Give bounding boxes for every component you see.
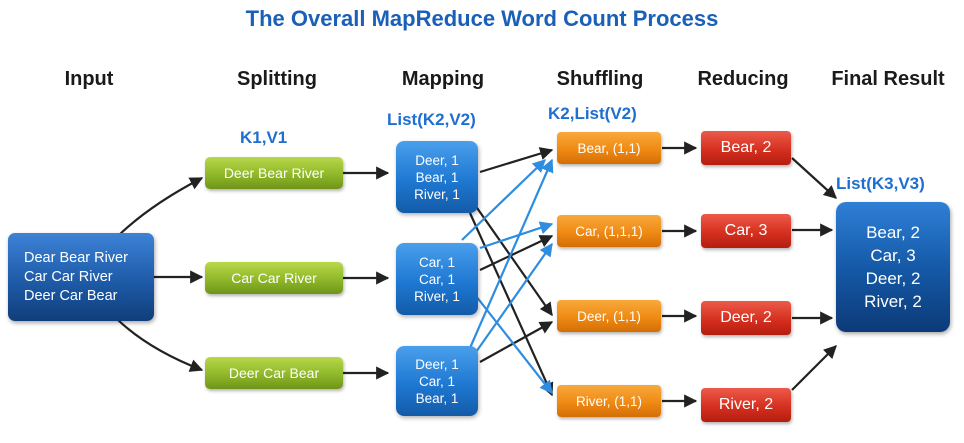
label-k1-v1: K1,V1 — [240, 128, 288, 147]
split-box-3: Deer Car Bear — [205, 357, 343, 389]
reduce-box-bear: Bear, 2 — [701, 131, 791, 165]
split-box-1: Deer Bear River — [205, 157, 343, 189]
shuffle-box-bear: Bear, (1,1) — [557, 132, 661, 164]
final-result-box: Bear, 2 Car, 3 Deer, 2 River, 2 — [836, 202, 950, 332]
reduce-text-deer: Deer, 2 — [720, 309, 772, 326]
shuffle-box-river: River, (1,1) — [557, 385, 661, 417]
header-reducing: Reducing — [697, 68, 789, 90]
map-box-3: Deer, 1 Car, 1 Bear, 1 — [396, 346, 478, 416]
reduce-text-bear: Bear, 2 — [720, 139, 772, 156]
arrow-map2-to-river — [475, 295, 553, 395]
label-list-k3-v3: List(K3,V3) — [836, 174, 925, 193]
reduce-box-river: River, 2 — [701, 388, 791, 422]
shuffle-text-bear: Bear, (1,1) — [577, 140, 641, 156]
map-3-line-3: Bear, 1 — [415, 390, 459, 406]
map-3-line-1: Deer, 1 — [415, 356, 459, 372]
final-line-3: Deer, 2 — [865, 269, 921, 288]
arrow-reduce-to-final-1 — [791, 157, 837, 199]
label-list-k2-v2: List(K2,V2) — [387, 110, 476, 129]
map-1-line-2: Bear, 1 — [415, 169, 459, 185]
reduce-box-car: Car, 3 — [701, 214, 791, 248]
label-k2-list-v2: K2,List(V2) — [548, 104, 637, 123]
reduce-text-river: River, 2 — [718, 396, 774, 413]
map-2-line-1: Car, 1 — [418, 254, 456, 270]
split-text-3: Deer Car Bear — [228, 365, 320, 381]
diagram-title: The Overall MapReduce Word Count Process — [245, 6, 719, 31]
input-line-1: Dear Bear River — [24, 249, 128, 266]
arrow-map1-to-bear — [479, 147, 554, 174]
map-1-line-3: River, 1 — [414, 186, 460, 202]
arrow-input-to-split-1 — [117, 177, 204, 237]
map-box-2: Car, 1 Car, 1 River, 1 — [396, 243, 478, 315]
arrow-input-to-split-3 — [117, 319, 204, 372]
header-shuffling: Shuffling — [556, 68, 644, 90]
arrow-map2-to-bear — [461, 159, 546, 241]
split-text-1: Deer Bear River — [223, 165, 325, 181]
reduce-text-car: Car, 3 — [724, 222, 768, 239]
arrow-map3-to-bear — [468, 158, 554, 349]
input-box: Dear Bear River Car Car River Deer Car B… — [8, 233, 154, 321]
arrow-map1-to-deer — [474, 204, 553, 317]
map-1-line-1: Deer, 1 — [415, 152, 459, 168]
map-box-1: Deer, 1 Bear, 1 River, 1 — [396, 141, 478, 213]
shuffle-box-deer: Deer, (1,1) — [557, 300, 661, 332]
final-line-4: River, 2 — [864, 292, 922, 311]
header-final-result: Final Result — [831, 68, 945, 90]
arrow-map2-to-car-b — [479, 221, 554, 250]
map-2-line-2: Car, 1 — [418, 271, 456, 287]
header-mapping: Mapping — [401, 68, 485, 90]
map-2-line-3: River, 1 — [414, 288, 460, 304]
map-3-line-2: Car, 1 — [418, 373, 456, 389]
arrow-map3-to-deer — [479, 321, 554, 363]
shuffle-text-deer: Deer, (1,1) — [577, 308, 641, 324]
shuffle-text-river: River, (1,1) — [575, 393, 643, 409]
arrow-map2-to-car — [479, 235, 554, 271]
shuffle-text-car: Car, (1,1,1) — [575, 223, 643, 239]
final-line-2: Car, 3 — [870, 246, 916, 265]
header-splitting: Splitting — [237, 68, 317, 90]
header-input: Input — [64, 68, 114, 90]
input-line-3: Deer Car Bear — [24, 287, 118, 304]
input-line-2: Car Car River — [24, 268, 113, 285]
reduce-box-deer: Deer, 2 — [701, 301, 791, 335]
split-text-2: Car Car River — [231, 270, 317, 286]
arrow-map3-to-car — [475, 242, 553, 353]
split-box-2: Car Car River — [205, 262, 343, 294]
arrow-reduce-to-final-4 — [791, 345, 837, 391]
final-line-1: Bear, 2 — [866, 223, 920, 242]
shuffle-box-car: Car, (1,1,1) — [557, 215, 661, 247]
